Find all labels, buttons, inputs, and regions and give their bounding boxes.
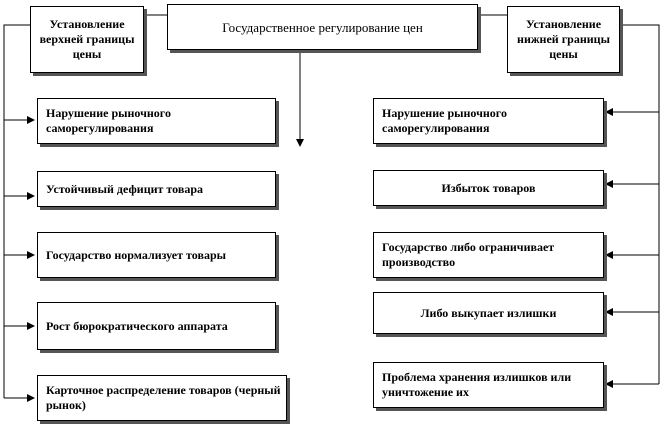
left-item-4: Рост бюрократического аппарата [37, 302, 276, 350]
left-item-2: Устойчивый дефицит товара [37, 171, 276, 207]
right-item-3: Государство либо ограничивает производст… [373, 232, 604, 278]
right-trunk-line [620, 24, 660, 384]
lower-limit-box: Установление нижней границы цены [507, 6, 620, 73]
price-regulation-title-box: Государственное регулирование цен [167, 4, 478, 50]
upper-limit-box: Установление верхней границы цены [30, 6, 144, 73]
left-item-2-label: Устойчивый дефицит товара [46, 181, 204, 196]
upper-limit-label: Установление верхней границы цены [39, 17, 135, 61]
right-item-2-label: Избыток товаров [441, 180, 536, 195]
right-item-4-label: Либо выкупает излишки [420, 305, 557, 320]
right-item-3-label: Государство либо ограничивает производст… [382, 240, 555, 269]
right-item-1: Нарушение рыночного саморегулирования [373, 98, 604, 144]
lower-limit-label: Установление нижней границы цены [517, 17, 610, 61]
left-item-5: Карточное распределение товаров (черный … [37, 375, 287, 421]
left-item-4-label: Рост бюрократического аппарата [46, 318, 228, 333]
left-item-1-label: Нарушение рыночного саморегулирования [46, 106, 171, 135]
left-item-3-label: Государство нормализует товары [46, 247, 226, 262]
left-trunk-line [3, 24, 30, 398]
right-item-5: Проблема хранения излишков или уничтожен… [373, 362, 604, 408]
left-item-5-label: Карточное распределение товаров (черный … [46, 383, 281, 412]
right-item-2: Избыток товаров [373, 170, 604, 206]
right-item-1-label: Нарушение рыночного саморегулирования [382, 106, 507, 135]
left-item-1: Нарушение рыночного саморегулирования [37, 98, 276, 144]
right-item-4: Либо выкупает излишки [373, 292, 604, 334]
price-regulation-title: Государственное регулирование цен [222, 19, 423, 35]
left-item-3: Государство нормализует товары [37, 232, 276, 278]
right-item-5-label: Проблема хранения излишков или уничтожен… [382, 370, 572, 399]
